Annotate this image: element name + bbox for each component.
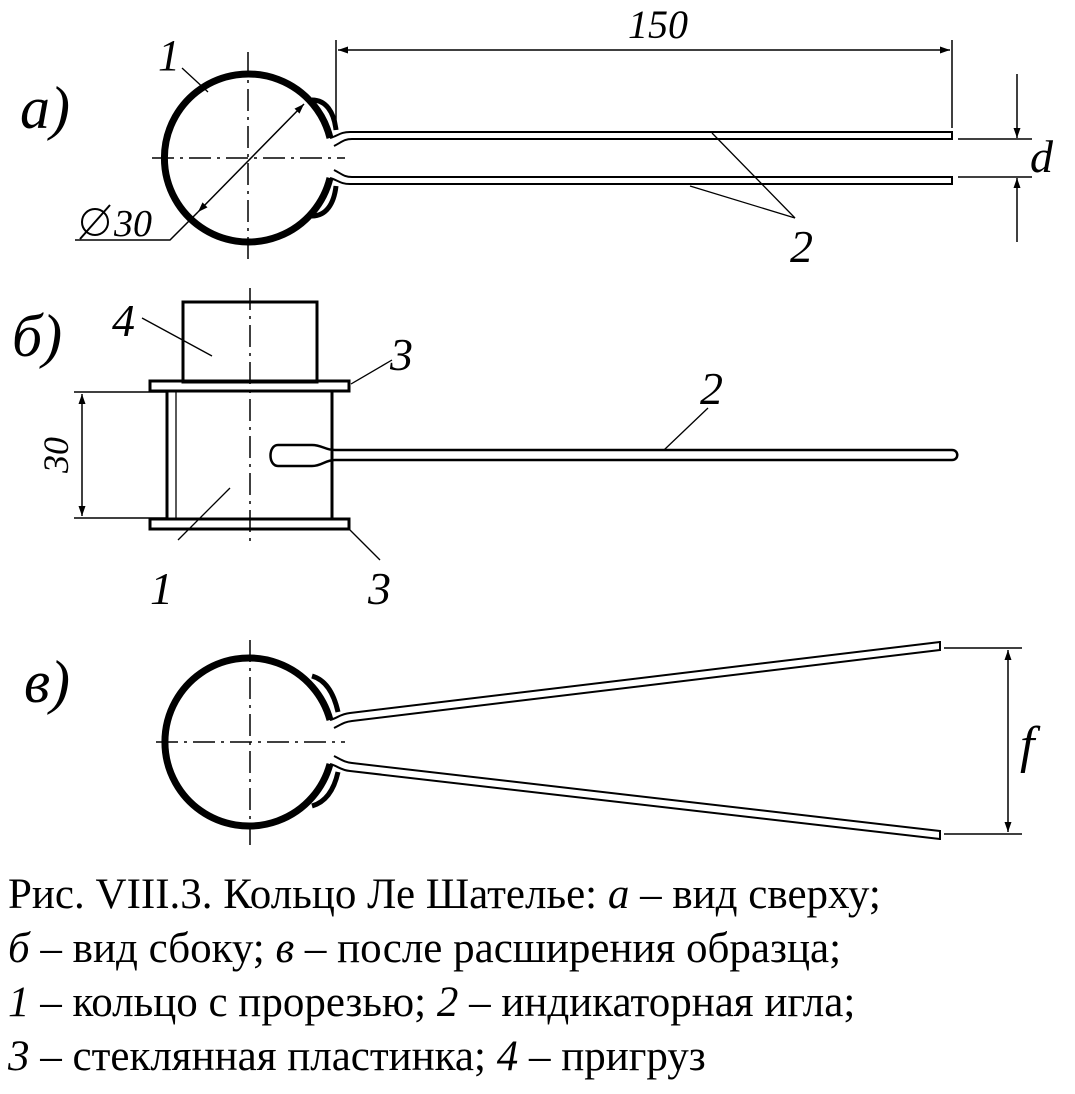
view-a-label: а) [20,75,70,141]
caption-key-b: б [8,925,30,972]
view-a-slotted-ring [160,70,334,246]
view-a-leader-1 [181,67,209,93]
caption-key-2: 2 [436,979,459,1026]
caption-line-4: 3 – стеклянная пластинка; 4 – пригруз [8,1030,1068,1084]
view-b-needle [269,443,959,468]
caption-text-1: – кольцо с прорезью; [29,979,437,1026]
view-a-leader-2-upper [711,132,796,219]
caption-text-4: – пригруз [518,1033,706,1080]
view-b-leader-4 [141,317,213,357]
view-b-top-glass-plate [148,379,351,393]
caption-text-2: – индикаторная игла; [458,979,856,1026]
view-b-leader-3-bottom [347,527,381,561]
caption-key-4: 4 [496,1033,519,1080]
view-b-part-2: 2 [700,363,723,414]
caption-line-2: б – вид сбоку; в – после расширения обра… [8,922,1068,976]
view-v-slotted-ring [161,654,334,830]
caption-text-v: – после расширения образца; [294,925,842,972]
caption-key-1: 1 [8,979,30,1026]
caption-figure-title: Рис. VIII.3. Кольцо Ле Шателье: [8,871,608,918]
view-b-leader-1 [177,487,231,541]
le-chatelier-ring-diagram: а) 150 d [12,2,1054,845]
view-a-part-2: 2 [790,221,813,272]
view-a-top: а) 150 d [20,2,1054,272]
view-a-upper-needle [329,131,953,147]
dim-diameter-leader [75,211,199,241]
dim-30-value: 30 [36,437,76,474]
view-b-label: б) [12,303,62,369]
view-b-bottom-glass-plate [148,517,351,531]
view-v-upper-needle [329,641,941,729]
caption-text-b: – вид сбоку; [29,925,276,972]
view-b-part-1: 1 [150,563,173,614]
view-b-part-3-top: 3 [389,329,413,380]
dim-diameter-value: 30 [113,203,152,245]
view-b-part-4: 4 [112,295,135,346]
caption-text-3: – стеклянная пластинка; [29,1033,497,1080]
view-b-leader-2 [663,407,709,451]
caption-key-v: в [275,925,295,972]
view-b-side: б) 30 4 3 3 1 2 [12,288,959,614]
view-b-leader-3-top [350,359,393,385]
view-v-upper-tab [311,673,341,713]
caption-line-1: Рис. VIII.3. Кольцо Ле Шателье: а – вид … [8,868,1068,922]
view-a-part-1: 1 [158,31,180,80]
caption-line-3: 1 – кольцо с прорезью; 2 – индикаторная … [8,976,1068,1030]
dim-d-value: d [1030,131,1054,182]
dim-150-value: 150 [628,2,688,47]
dim-f-value: f [1020,717,1041,774]
view-a-leader-2-lower [689,185,796,219]
view-v-expanded: в) f [24,640,1041,845]
view-b-part-3-bottom: 3 [367,563,391,614]
view-v-lower-needle [329,755,941,840]
dim-diameter-line [197,103,305,213]
view-a-lower-needle [329,169,953,185]
caption-key-3: 3 [8,1033,30,1080]
caption-text-a: – вид сверху; [629,871,881,918]
view-v-lower-tab [311,771,341,809]
caption-key-a: а [607,871,630,918]
view-v-label: в) [24,649,70,715]
diameter-symbol [79,204,111,240]
figure-caption: Рис. VIII.3. Кольцо Ле Шателье: а – вид … [8,868,1068,1084]
view-a-lower-tab [311,185,339,219]
